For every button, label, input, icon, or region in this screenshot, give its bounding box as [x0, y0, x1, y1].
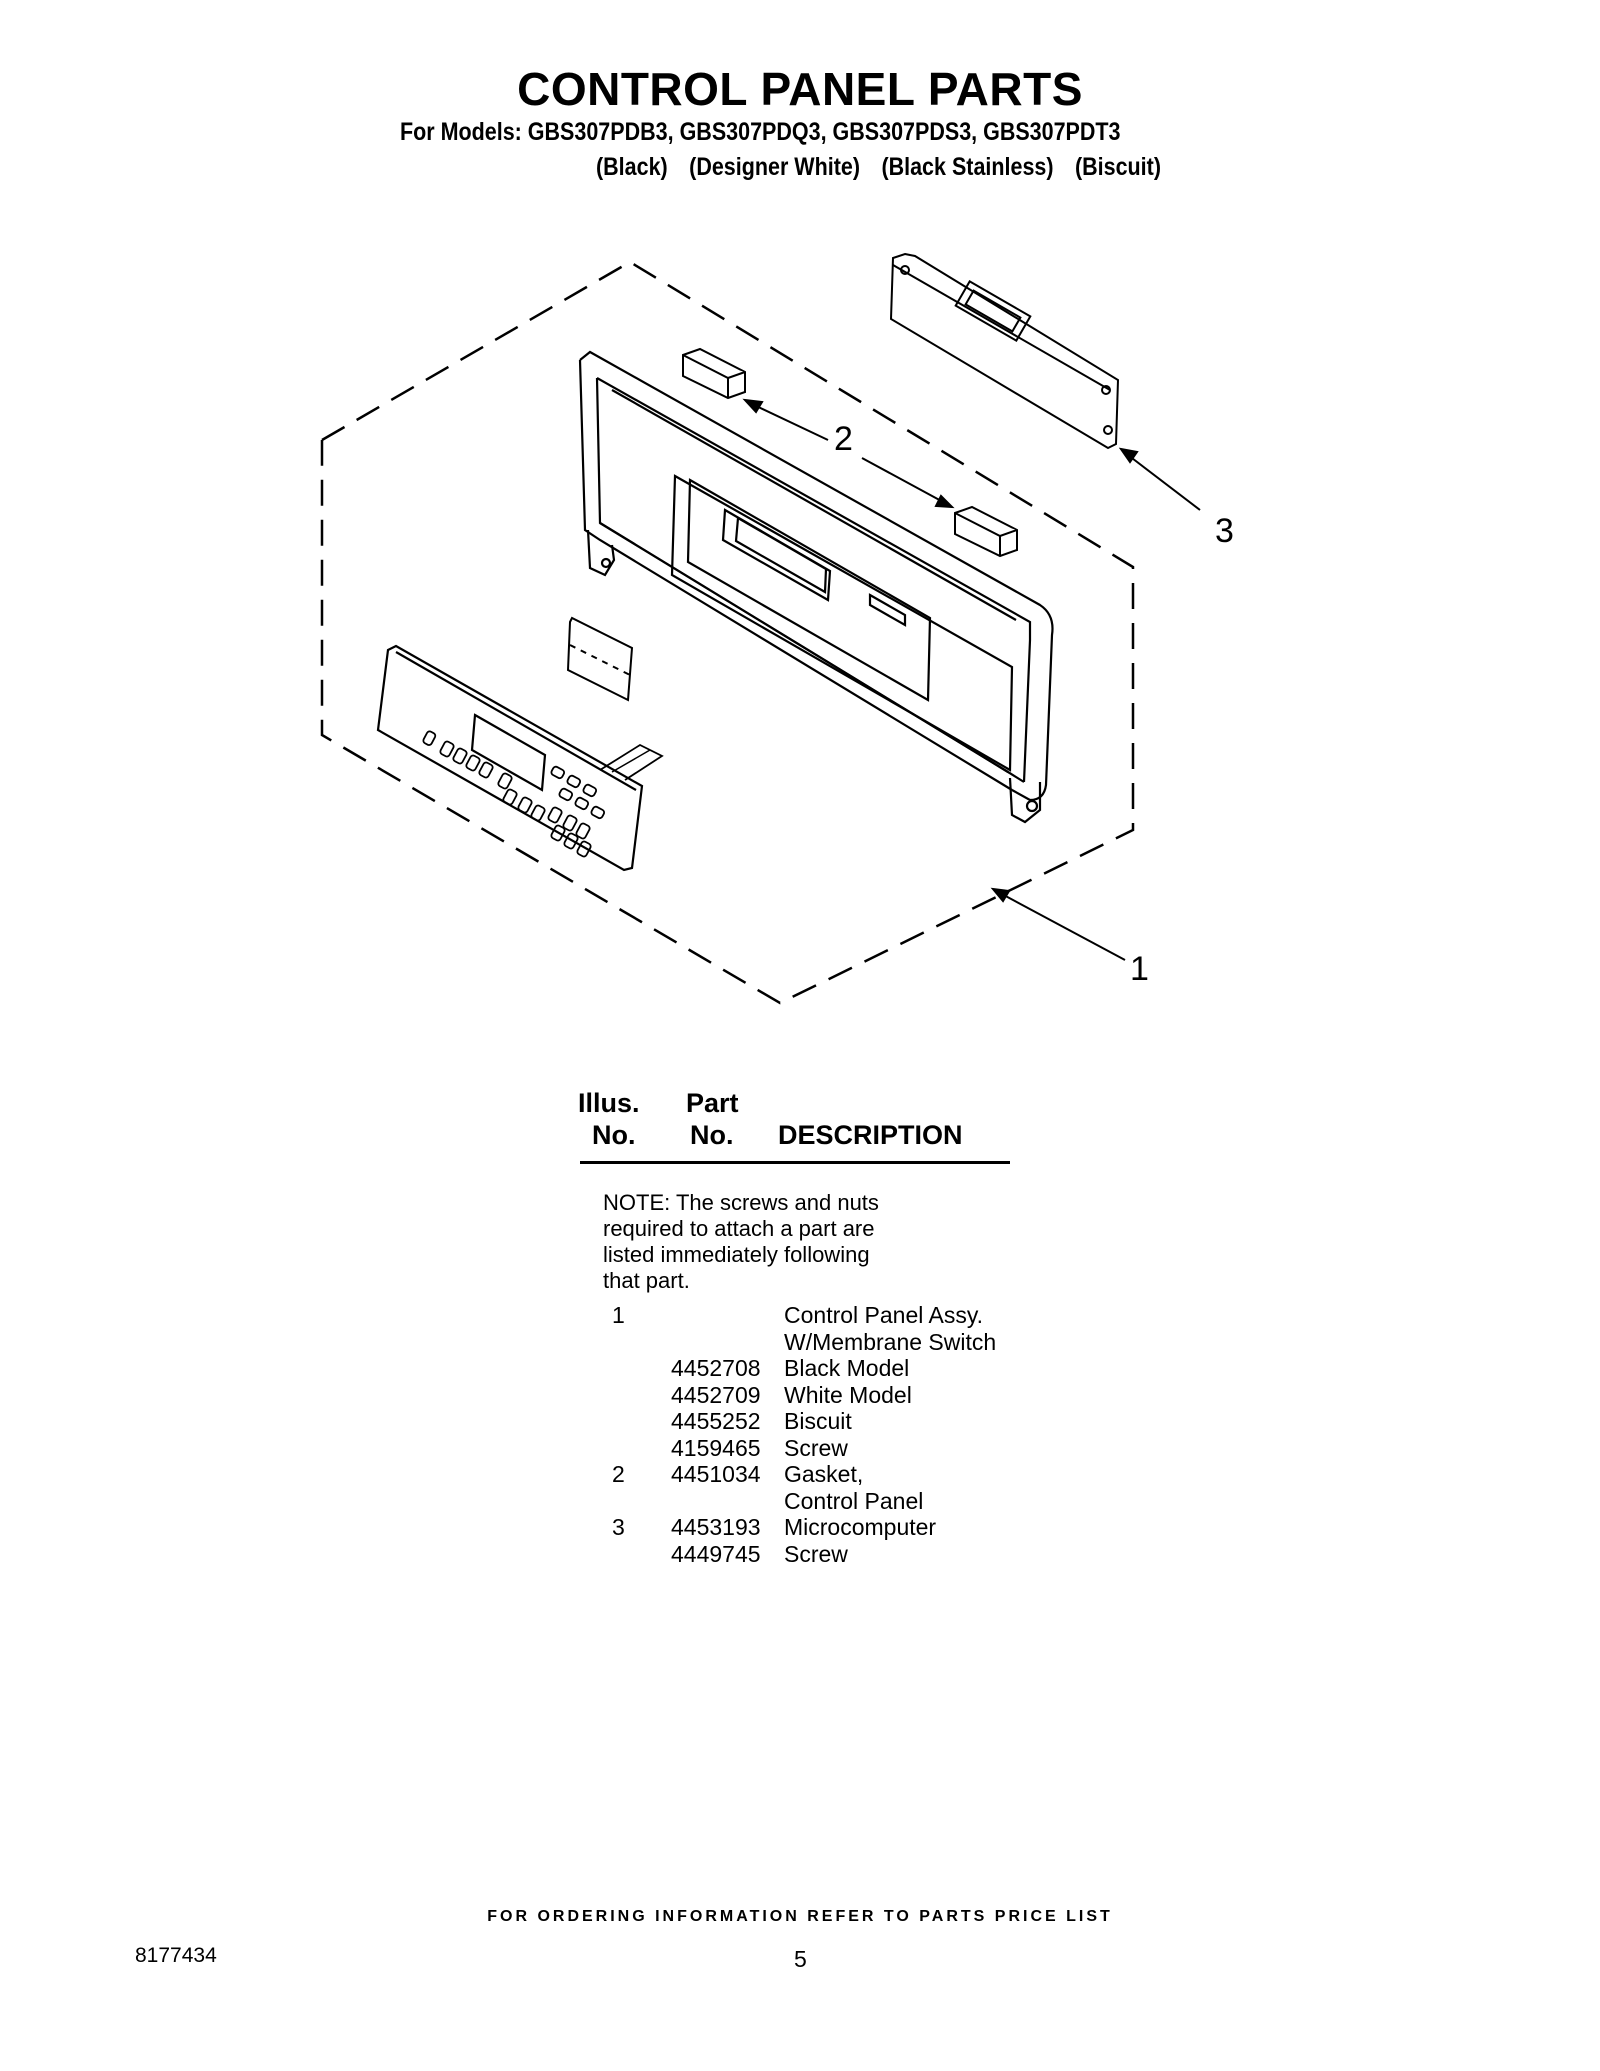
- leader-2-bottom: [861, 457, 946, 504]
- row-part: 4455252: [671, 1408, 761, 1434]
- col-description-label: DESCRIPTION: [778, 1120, 963, 1150]
- row-part: 4453193: [671, 1514, 761, 1540]
- row-part: 4449745: [671, 1541, 761, 1567]
- note-line: required to attach a part are: [603, 1216, 875, 1241]
- row-desc: Screw: [784, 1435, 848, 1461]
- row-illus: 1: [612, 1302, 625, 1328]
- color-black: (Black): [596, 153, 668, 181]
- color-black-stainless: (Black Stainless): [881, 153, 1054, 181]
- callout-1: 1: [1130, 950, 1149, 988]
- gasket-bottom: [954, 505, 1018, 558]
- page-number: 5: [794, 1946, 807, 1972]
- callout-2: 2: [834, 420, 853, 458]
- row-part: 4451034: [671, 1461, 761, 1487]
- row-desc: Microcomputer: [784, 1514, 937, 1540]
- page-title: CONTROL PANEL PARTS: [517, 63, 1083, 115]
- row-part: 4452709: [671, 1382, 761, 1408]
- leader-1: [999, 892, 1126, 961]
- membrane-switch-panel: [376, 644, 664, 872]
- ordering-note: FOR ORDERING INFORMATION REFER TO PARTS …: [487, 1908, 1113, 1925]
- color-biscuit: (Biscuit): [1074, 153, 1161, 181]
- col-part-label-1: Part: [686, 1088, 739, 1118]
- assembly-boundary: [320, 260, 1135, 1005]
- document-number: 8177434: [135, 1944, 217, 1967]
- note-line: listed immediately following: [603, 1242, 870, 1267]
- row-part: 4452708: [671, 1355, 761, 1381]
- models-line: For Models: GBS307PDB3, GBS307PDQ3, GBS3…: [400, 118, 1121, 146]
- screws-note: NOTE: The screws and nuts required to at…: [603, 1190, 879, 1294]
- col-illus-label-2: No.: [592, 1120, 636, 1150]
- row-desc: White Model: [784, 1382, 912, 1408]
- note-line: that part.: [603, 1268, 690, 1293]
- control-panel-frame: [578, 350, 1054, 824]
- leader-3: [1127, 454, 1201, 511]
- callout-3: 3: [1215, 512, 1234, 550]
- note-line: NOTE: The screws and nuts: [603, 1190, 879, 1215]
- row-desc: Gasket,: [784, 1461, 864, 1487]
- row-desc: Screw: [784, 1541, 848, 1567]
- row-illus: 3: [612, 1514, 625, 1540]
- model-colors: (Black) (Designer White) (Black Stainles…: [596, 153, 1176, 182]
- col-illus-label-1: Illus.: [578, 1088, 640, 1118]
- exploded-parts-diagram: [320, 252, 1201, 1005]
- microcomputer-board: [889, 252, 1120, 450]
- col-part-label-2: No.: [690, 1120, 734, 1150]
- row-desc: Control Panel: [784, 1488, 924, 1514]
- row-desc: Black Model: [784, 1355, 910, 1381]
- color-designer-white: (Designer White): [689, 153, 860, 181]
- row-desc: W/Membrane Switch: [784, 1329, 997, 1355]
- header-rule: [580, 1161, 1010, 1164]
- row-desc: Control Panel Assy.: [784, 1302, 984, 1328]
- row-desc: Biscuit: [784, 1408, 852, 1434]
- row-part: 4159465: [671, 1435, 761, 1461]
- row-illus: 2: [612, 1461, 625, 1487]
- panel-buttons: [422, 730, 606, 858]
- gasket-top: [682, 347, 746, 400]
- leader-2-top: [751, 403, 829, 441]
- insulator-sheet: [566, 616, 634, 702]
